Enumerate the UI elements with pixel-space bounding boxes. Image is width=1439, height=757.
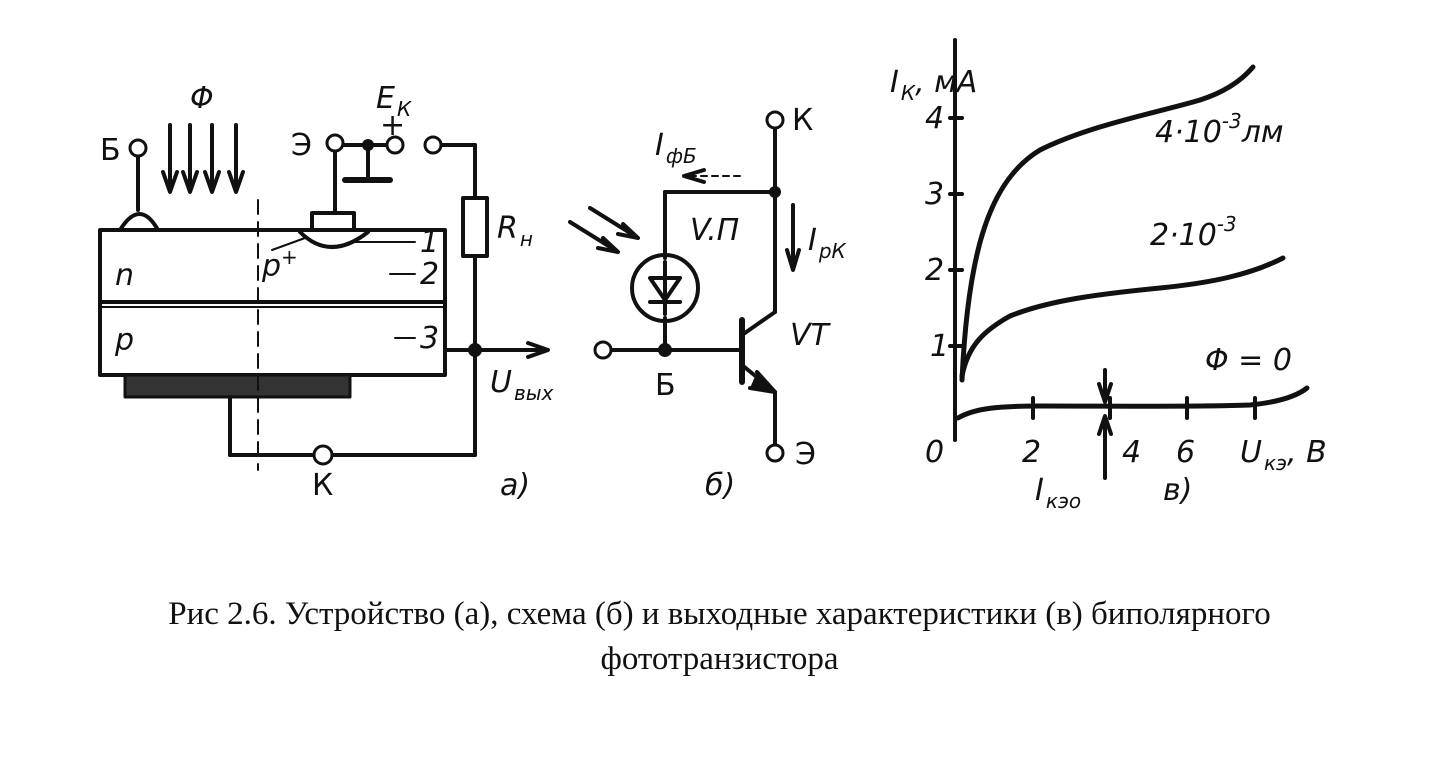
y-tick-3: 3 (925, 177, 944, 212)
curve-label-dark: Φ = 0 (1205, 343, 1292, 378)
base-label-b: Б (655, 368, 676, 403)
emitter-label-a: Э (291, 128, 312, 163)
terminal-supply-b (423, 135, 443, 155)
y-tick-1: 1 (930, 329, 949, 364)
layer-marker-1: 1 (420, 225, 439, 260)
caption-line-1: Рис 2.6. Устройство (а), схема (б) и вых… (168, 596, 1271, 632)
transistor-label: VT (790, 318, 832, 353)
panel-b-label: б) (705, 468, 735, 503)
device-structure (98, 123, 550, 471)
layer-marker-3: 3 (420, 321, 439, 356)
base-label-a: Б (100, 133, 121, 168)
plus-sign: + (380, 108, 405, 143)
p-region-label: p (114, 323, 134, 358)
curve-label-mid: 2·10-3 (1150, 212, 1237, 253)
origin-label: 0 (925, 435, 944, 470)
panel-c-label: в) (1163, 473, 1192, 508)
flux-label: Φ (190, 81, 214, 116)
caption-line-2: фототранзистора (600, 641, 839, 677)
curve-label-top: 4·10-3лм (1155, 109, 1284, 150)
y-tick-4: 4 (925, 101, 944, 136)
collector-label-a: К (312, 468, 333, 503)
x-tick-4: 4 (1122, 435, 1141, 470)
n-region-label: n (115, 258, 134, 293)
collector-label-b: К (792, 103, 813, 138)
emitter-label-b: Э (795, 437, 816, 472)
terminal-base-a (128, 138, 148, 158)
x-tick-2: 2 (1022, 435, 1041, 470)
figure-caption: Рис 2.6. Устройство (а), схема (б) и вых… (0, 592, 1439, 682)
terminal-supply-a (385, 135, 405, 155)
photodiode-label: V.П (690, 213, 739, 248)
circuit-schematic (568, 126, 801, 447)
terminal-collector-a (312, 444, 334, 466)
p-plus-label: p+ (261, 245, 298, 284)
terminal-emitter-a (325, 133, 345, 153)
terminal-collector-b (765, 110, 785, 130)
y-tick-2: 2 (925, 253, 944, 288)
panel-a-label: а) (500, 468, 530, 503)
output-characteristics (948, 38, 1310, 480)
layer-marker-2: 2 (420, 257, 439, 292)
terminal-emitter-b (765, 443, 785, 463)
terminal-base-b (593, 340, 613, 360)
x-tick-6: 6 (1176, 435, 1195, 470)
